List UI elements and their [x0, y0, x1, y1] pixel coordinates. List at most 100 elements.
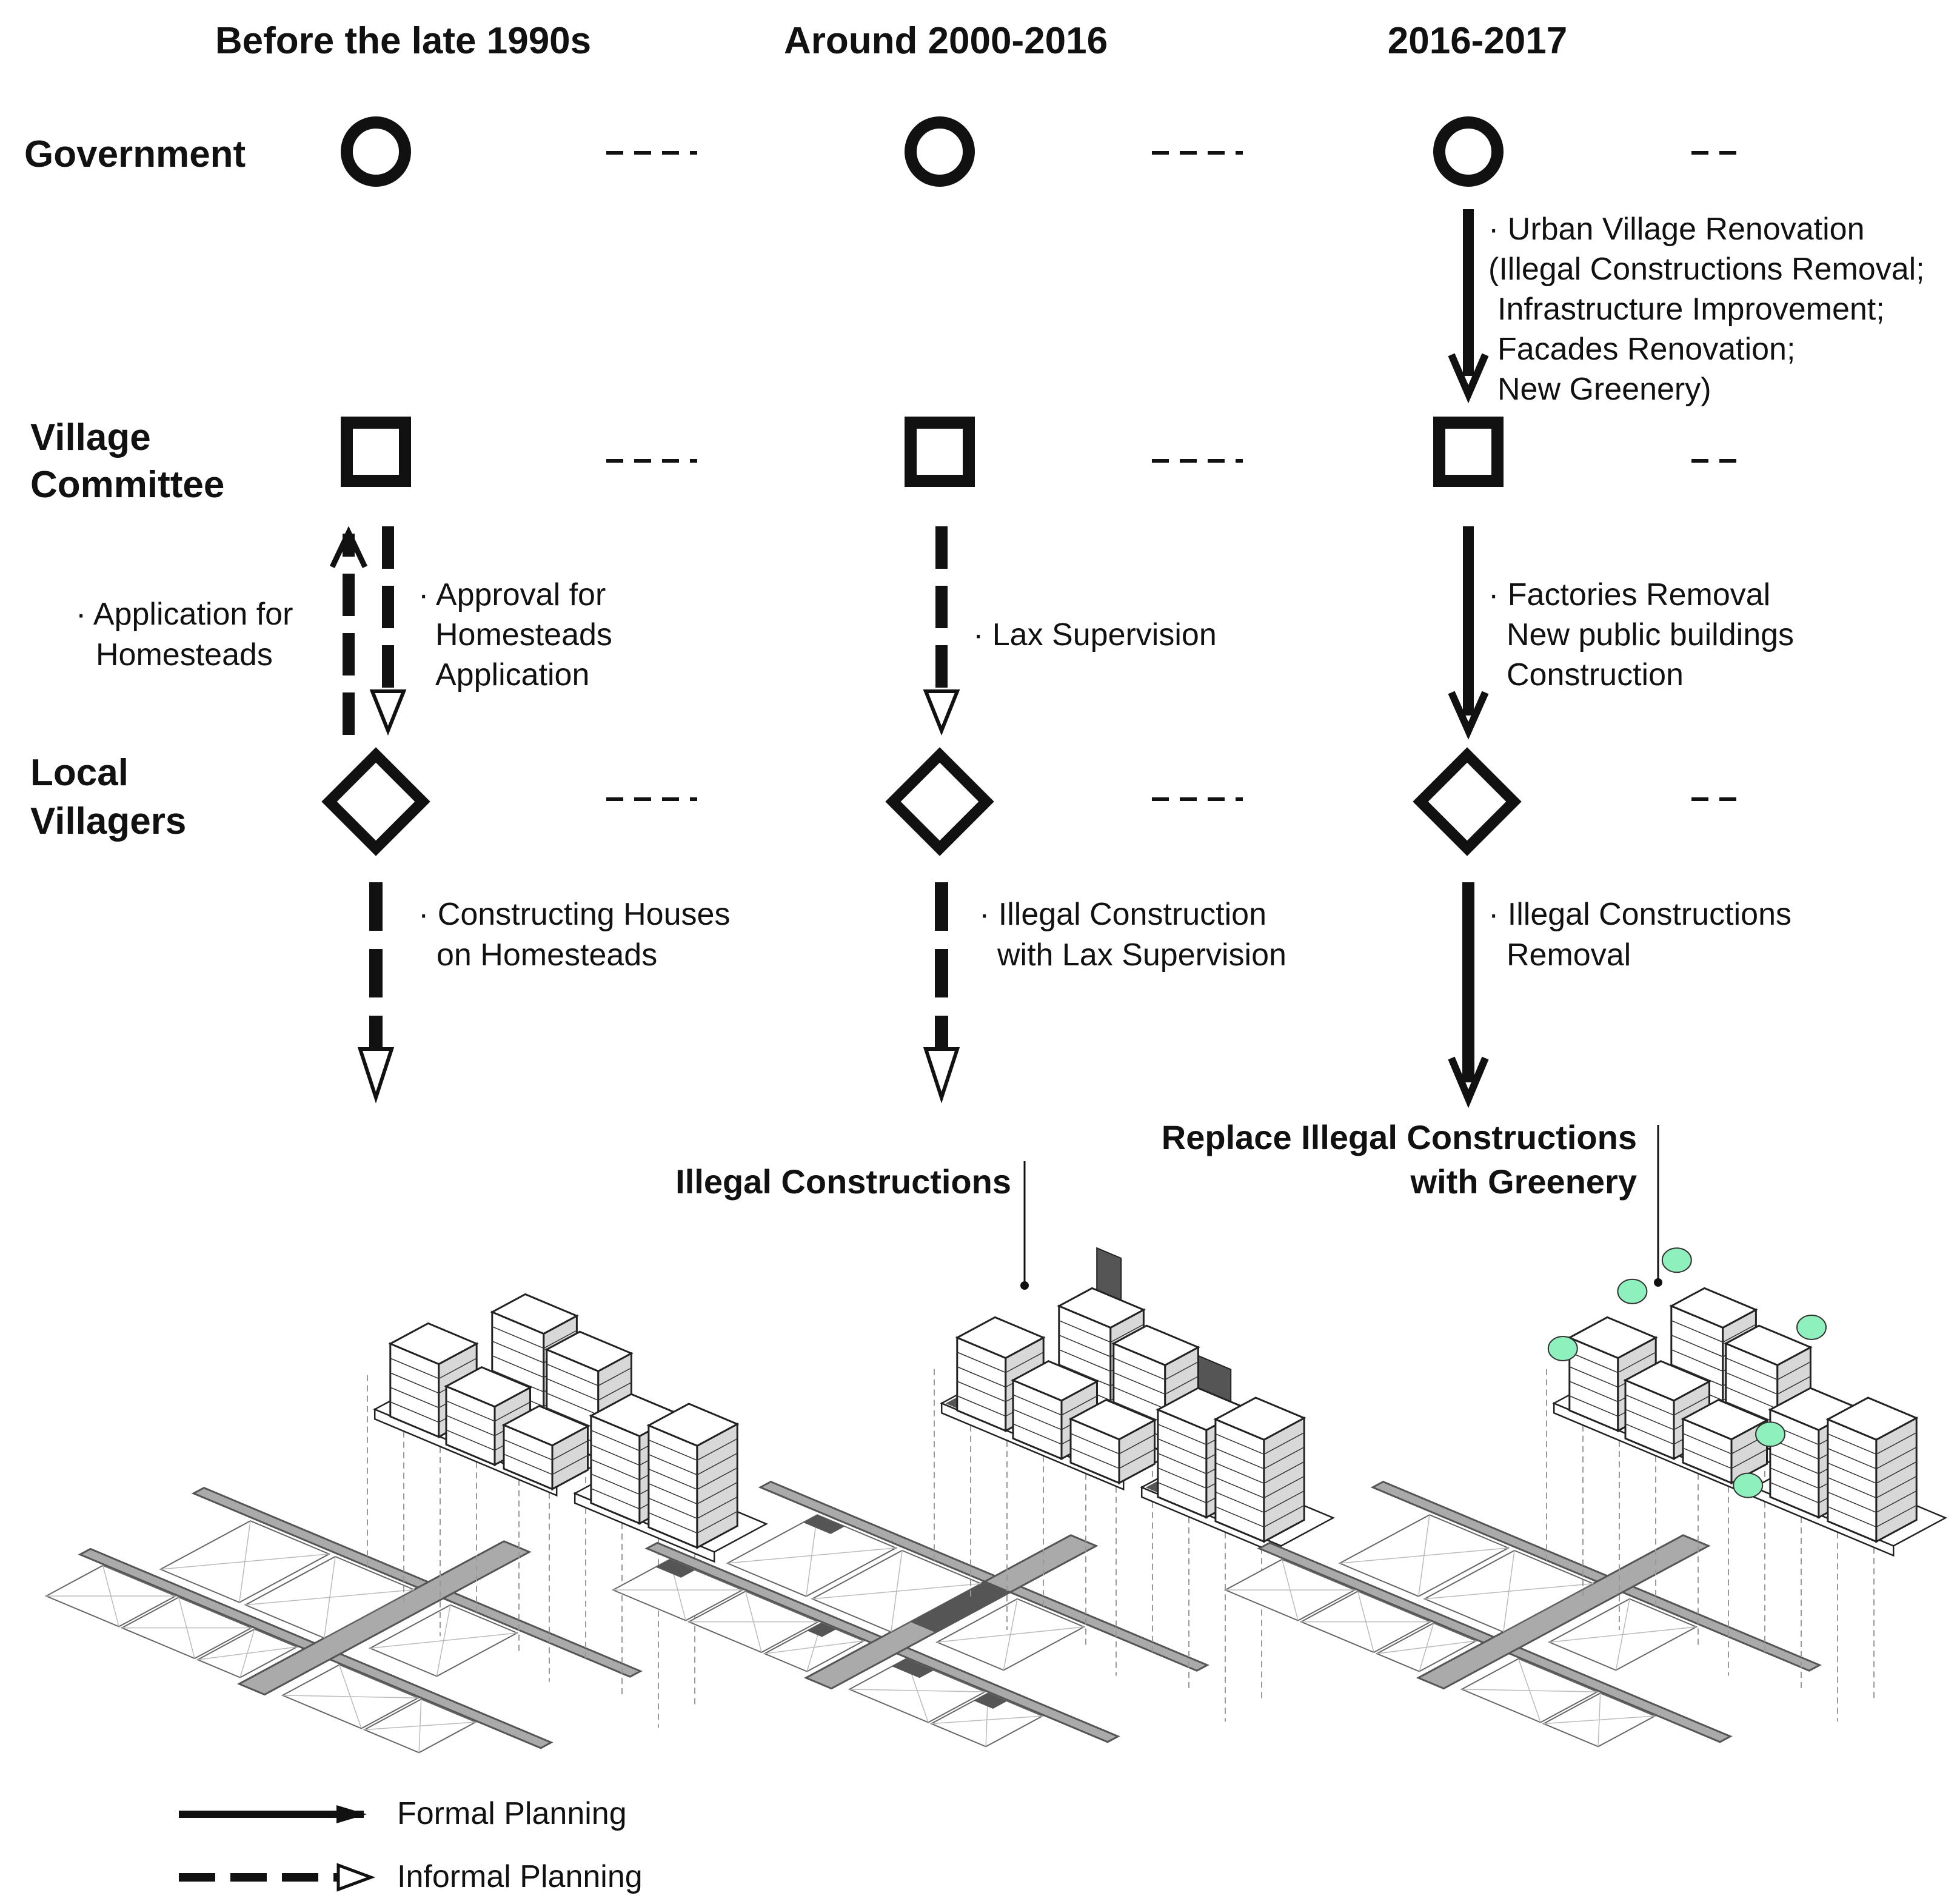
floor-line — [1070, 1433, 1155, 1455]
period-header-2: Around 2000-2016 — [784, 20, 1108, 62]
p3-removal-text: · Illegal Constructions Removal — [1488, 897, 1791, 973]
floor-line — [1215, 1504, 1305, 1528]
legend-informal-arrow-head-icon — [336, 1863, 376, 1892]
floor-line — [1827, 1475, 1917, 1499]
house-block-roof — [1213, 1396, 1306, 1441]
annotation-line: Infrastructure Improvement; — [1497, 292, 1885, 327]
plot-diagonal — [370, 1632, 518, 1649]
house-block-roof — [444, 1366, 532, 1408]
house-block-roof — [1068, 1398, 1157, 1441]
floor-line — [1827, 1490, 1917, 1513]
legend-informal-label: Informal Planning — [397, 1859, 643, 1894]
house-block-roof — [1111, 1324, 1200, 1366]
arrow-head-up-icon — [329, 526, 368, 568]
house-block-roof — [1825, 1396, 1919, 1441]
plot-diagonal — [727, 1547, 897, 1564]
floor-line — [1827, 1461, 1917, 1484]
annotation-line: Removal — [1507, 937, 1631, 973]
annotation-line: · Application for — [76, 597, 293, 632]
plot-diagonal — [1339, 1547, 1509, 1564]
road — [191, 1486, 643, 1678]
house-block-roof — [1057, 1287, 1146, 1329]
house-block-roof — [490, 1293, 579, 1335]
village-committee-square-icon — [341, 417, 411, 487]
house-block-roof — [1681, 1398, 1769, 1441]
plot-diagonal — [1544, 1715, 1655, 1725]
p2-illegal-text: · Illegal Construction with Lax Supervis… — [979, 897, 1286, 973]
plot-diagonal — [812, 1583, 982, 1600]
p3-renovation-text: · Urban Village Renovation (Illegal Cons… — [1488, 212, 1925, 407]
illegal-extension-ground — [892, 1658, 934, 1678]
p1-approval-text: · Approval for Homesteads Application — [418, 577, 612, 692]
floor-line — [1725, 1372, 1811, 1395]
annotation-line: · Lax Supervision — [973, 617, 1217, 652]
floor-line — [1215, 1461, 1305, 1484]
annotation-line: New public buildings — [1507, 617, 1794, 652]
annotation-line: Homesteads — [96, 637, 273, 672]
illegal-extension-ground — [807, 1623, 837, 1637]
house-block-roof — [1724, 1324, 1813, 1366]
legend: Formal Planning Informal Planning — [179, 1796, 643, 1894]
arrow-head-down-open-icon — [923, 1047, 960, 1104]
annotation-line: with Lax Supervision — [997, 937, 1286, 973]
actor-government-label: Government — [24, 133, 246, 175]
plot-diagonal — [160, 1554, 330, 1570]
plot-diagonal — [1549, 1626, 1697, 1643]
floor-line — [1569, 1352, 1656, 1373]
floor-line — [648, 1467, 738, 1490]
arrow-head-down-open-icon — [357, 1047, 395, 1104]
actor-village-committee-label-line1: Village — [30, 417, 151, 458]
annotation-line: New Greenery) — [1497, 372, 1711, 407]
floor-line — [1827, 1432, 1917, 1455]
floor-line — [957, 1352, 1044, 1373]
greenery-bush-icon — [1755, 1421, 1785, 1447]
plot-diagonal — [849, 1689, 985, 1692]
floor-line — [446, 1400, 530, 1422]
house-block-roof — [544, 1330, 634, 1372]
arrow-head-down-open-icon — [923, 689, 960, 736]
floor-line — [1113, 1357, 1199, 1381]
illegal-extension-ground — [974, 1693, 1008, 1709]
annotation-line: Construction — [1507, 657, 1684, 692]
floor-line — [390, 1358, 477, 1379]
house-block-roof — [501, 1404, 590, 1447]
greenery-callout-line2: with Greenery — [1410, 1162, 1637, 1201]
annotation-line: Homesteads — [435, 617, 612, 652]
annotation-line: · Constructing Houses — [418, 897, 730, 932]
floor-line — [503, 1439, 588, 1461]
floor-line — [1682, 1433, 1767, 1455]
village-committee-square-icon — [905, 417, 975, 487]
plot-diagonal — [937, 1626, 1085, 1643]
plot-diagonal — [245, 1589, 415, 1606]
illegal-constructions-callout: Illegal Constructions — [675, 1162, 1011, 1201]
period-header-1: Before the late 1990s — [215, 20, 591, 62]
annotation-line: · Factories Removal — [1488, 577, 1770, 612]
leader-dot-icon — [1020, 1281, 1029, 1290]
plot-diagonal — [1377, 1640, 1476, 1654]
greenery-bush-icon — [1617, 1278, 1648, 1304]
house-block-roof — [646, 1403, 740, 1447]
p1-application-text: · Application for Homesteads — [76, 597, 293, 672]
arrow-head-down-icon — [1448, 1056, 1489, 1108]
greenery-bush-icon — [1796, 1315, 1827, 1340]
road — [1370, 1480, 1822, 1672]
village-illustration-2016-2017 — [1223, 1247, 1947, 1748]
annotation-line: · Illegal Construction — [979, 897, 1266, 932]
local-villagers-diamond-icon — [321, 747, 430, 856]
actor-local-villagers-label-line1: Local — [30, 752, 129, 794]
floor-line — [546, 1363, 632, 1387]
house-block-roof — [388, 1322, 479, 1366]
illegal-extension-ground — [910, 1581, 1011, 1633]
government-circle-icon — [341, 116, 411, 187]
arrow-head-down-icon — [1448, 353, 1489, 404]
floor-line — [1215, 1432, 1305, 1455]
illegal-extension-ground — [655, 1559, 695, 1578]
local-villagers-diamond-icon — [885, 747, 994, 856]
house-block-roof — [1623, 1360, 1711, 1402]
village-committee-square-icons — [341, 417, 1504, 487]
p2-lax-text: · Lax Supervision — [973, 617, 1217, 652]
actor-local-villagers-label-line2: Villagers — [30, 800, 186, 842]
annotation-line: on Homesteads — [437, 937, 657, 973]
plot-diagonal — [198, 1646, 297, 1660]
